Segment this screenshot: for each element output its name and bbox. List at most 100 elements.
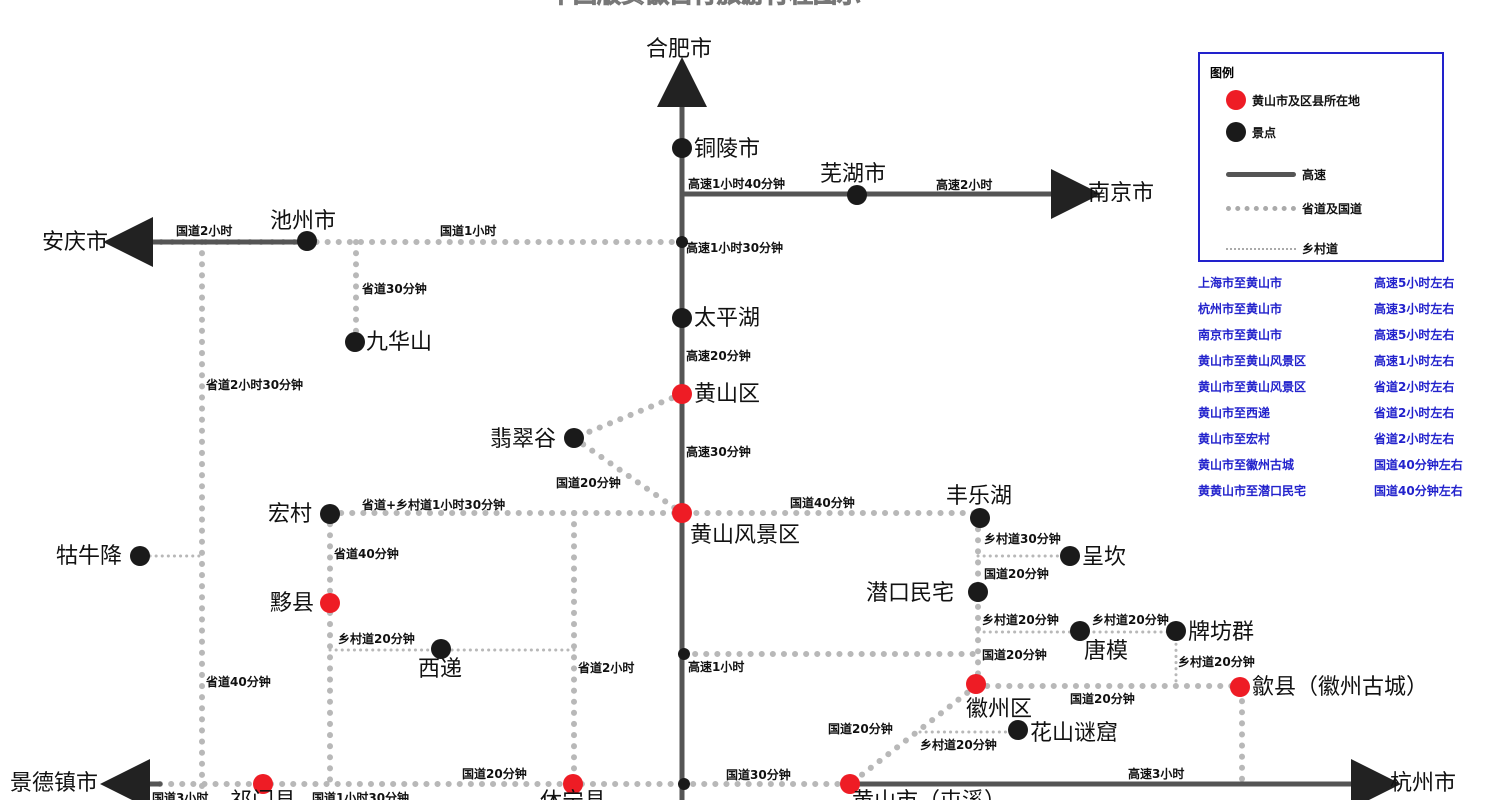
route-tongling-hw: 高速1小时40分钟: [688, 176, 785, 191]
highway-line-icon: [1226, 172, 1296, 177]
route-jdz-qimen: 国道3小时: [152, 790, 208, 800]
route-huizhou-tunxi: 国道20分钟: [828, 721, 893, 736]
route-labels: 高速1小时40分钟 高速2小时 国道2小时 国道1小时 高速1小时30分钟 省道…: [152, 176, 1255, 800]
travel-route: 杭州市至黄山市: [1198, 302, 1283, 316]
label-hangzhou: 杭州市: [1390, 771, 1456, 796]
route-huizhou-huashan: 乡村道20分钟: [920, 737, 997, 752]
black-dot-icon: [1226, 122, 1246, 142]
node-huizhouqu: [966, 674, 986, 694]
legend-rural-label: 乡村道: [1302, 242, 1339, 256]
label-qimen: 祁门县: [230, 789, 296, 800]
travel-time: 国道40分钟左右: [1374, 458, 1463, 472]
node-jiuhuashan: [345, 332, 365, 352]
travel-time: 省道2小时左右: [1374, 432, 1455, 446]
node-junction-3: [678, 778, 690, 790]
travel-route: 上海市至黄山市: [1198, 276, 1283, 290]
label-hefei: 合肥市: [646, 37, 712, 62]
travel-time-row: 杭州市至黄山市 高速3小时左右: [1198, 300, 1488, 326]
travel-time: 高速3小时左右: [1374, 302, 1455, 316]
route-hw-130: 高速1小时30分钟: [686, 240, 783, 255]
label-fenglehu: 丰乐湖: [946, 484, 1012, 509]
travel-route: 黄山市至宏村: [1198, 432, 1271, 446]
node-hongcun: [320, 504, 340, 524]
route-bottom-tunxi: 国道30分钟: [726, 767, 791, 782]
highways: [100, 57, 1401, 800]
node-feicuigu: [564, 428, 584, 448]
route-hongcun-scenic: 省道+乡村道1小时30分钟: [361, 497, 505, 512]
legend-red-label: 黄山市及区县所在地: [1252, 93, 1361, 108]
node-wuhu: [847, 185, 867, 205]
route-mid-prov: 省道2小时: [577, 660, 634, 675]
legend-row-provincial: 省道及国道: [1226, 200, 1362, 217]
node-tongling: [672, 138, 692, 158]
label-huangshanqu: 黄山区: [694, 382, 760, 407]
travel-route: 黄山市至西递: [1198, 406, 1271, 420]
travel-route: 黄山市至徽州古城: [1198, 458, 1295, 472]
route-scenic-fengle: 国道40分钟: [790, 495, 855, 510]
route-huizhou-she: 国道20分钟: [1070, 691, 1135, 706]
label-shexian: 歙县（徽州古城）: [1252, 675, 1428, 700]
label-xiuning: 休宁县: [540, 789, 606, 800]
travel-route: 黄山市至黄山风景区: [1198, 354, 1307, 368]
legend-title: 图例: [1210, 66, 1235, 80]
node-huangshan-scenic: [672, 503, 692, 523]
label-yixian: 黟县: [270, 591, 314, 616]
route-wuhu-nanjing: 高速2小时: [936, 177, 992, 192]
route-taiping-hsq: 高速20分钟: [686, 348, 751, 363]
label-tongling: 铜陵市: [694, 137, 760, 162]
travel-time-row: 黄黄山市至潜口民宅国道40分钟左右: [1198, 482, 1488, 508]
rural-line-icon: [1226, 247, 1296, 250]
node-taipinghu: [672, 308, 692, 328]
node-xidi: [431, 639, 451, 659]
provincial-roads: [147, 239, 1245, 793]
route-west-40: 省道40分钟: [205, 674, 271, 689]
travel-time: 省道2小时左右: [1374, 380, 1455, 394]
legend-row-rural: 乡村道: [1226, 240, 1338, 257]
place-labels: 合肥市 铜陵市 芜湖市 南京市 安庆市 池州市 九华山 太平湖 黄山区 翡翠谷 …: [10, 37, 1456, 800]
route-tangmo-paifang: 乡村道20分钟: [1092, 612, 1169, 627]
node-guniujiang: [130, 546, 150, 566]
red-dot-icon: [1226, 90, 1246, 110]
label-jiuhuashan: 九华山: [366, 330, 432, 355]
label-hongcun: 宏村: [268, 502, 312, 527]
label-tangmo: 唐模: [1084, 639, 1128, 664]
legend-highway-label: 高速: [1302, 168, 1327, 182]
route-tunxi-hangzhou: 高速3小时: [1128, 766, 1184, 781]
travel-route: 黄山市至黄山风景区: [1198, 380, 1307, 394]
label-xidi: 西递: [418, 657, 462, 682]
node-huangshanqu: [672, 384, 692, 404]
travel-route: 南京市至黄山市: [1198, 328, 1283, 342]
legend-row-highway: 高速: [1226, 166, 1326, 183]
route-hsq-scenic: 高速30分钟: [686, 444, 751, 459]
route-chizhou-jiuhua: 省道30分钟: [361, 281, 427, 296]
route-yixian-xidi: 乡村道20分钟: [338, 631, 415, 646]
legend-provincial-label: 省道及国道: [1302, 202, 1363, 216]
label-huangshan-scenic: 黄山风景区: [690, 523, 800, 548]
node-yixian: [320, 593, 340, 613]
route-qiankou-tangmo: 乡村道20分钟: [982, 612, 1059, 627]
legend: 图例 黄山市及区县所在地 景点 高速 省道及国道 乡村道: [1198, 52, 1444, 262]
node-junction-2: [678, 648, 690, 660]
route-west-prov: 省道2小时30分钟: [205, 377, 303, 392]
travel-time: 高速5小时左右: [1374, 328, 1455, 342]
route-paifang-she: 乡村道20分钟: [1178, 654, 1255, 669]
label-anqing: 安庆市: [42, 230, 108, 255]
label-taipinghu: 太平湖: [694, 306, 760, 331]
node-paifangqun: [1166, 621, 1186, 641]
travel-times-table: 上海市至黄山市高速5小时左右杭州市至黄山市高速3小时左右南京市至黄山市高速5小时…: [1198, 274, 1488, 508]
travel-time-row: 黄山市至宏村 省道2小时左右: [1198, 430, 1488, 456]
route-fengle-chengkan: 乡村道30分钟: [984, 531, 1061, 546]
label-wuhu: 芜湖市: [820, 162, 886, 187]
travel-time: 省道2小时左右: [1374, 406, 1455, 420]
route-chengkan-qiankou: 国道20分钟: [984, 566, 1049, 581]
travel-time: 高速5小时左右: [1374, 276, 1455, 290]
label-huashan: 花山谜窟: [1030, 721, 1118, 746]
node-junction: [676, 236, 688, 248]
route-qiankou-huizhou: 国道20分钟: [982, 647, 1047, 662]
travel-time-row: 黄山市至徽州古城 国道40分钟左右: [1198, 456, 1488, 482]
label-jingdezhen: 景德镇市: [10, 771, 98, 796]
node-huashan: [1008, 720, 1028, 740]
travel-time: 高速1小时左右: [1374, 354, 1455, 368]
route-hongcun-yixian: 省道40分钟: [333, 546, 399, 561]
label-paifangqun: 牌坊群: [1188, 620, 1254, 645]
